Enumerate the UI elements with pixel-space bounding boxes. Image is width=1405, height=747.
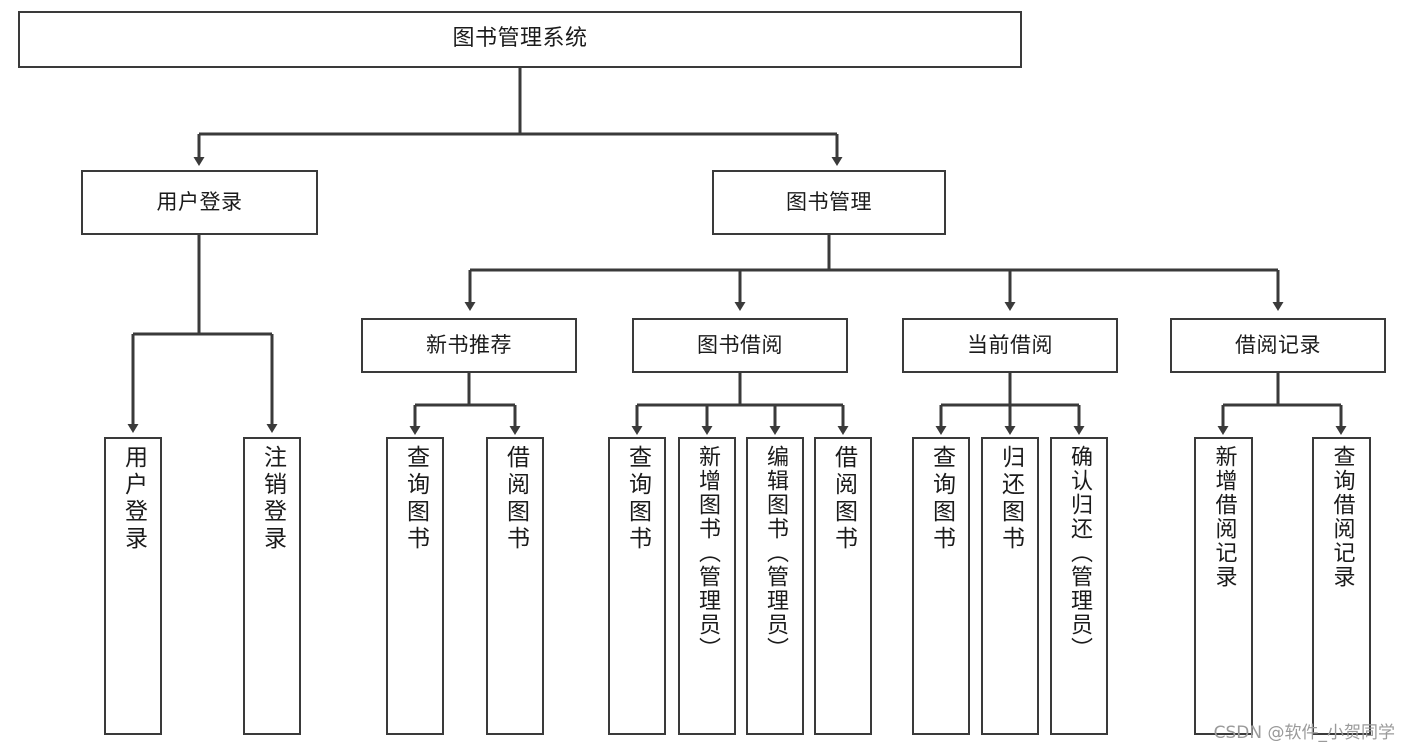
node-label: 借阅记录: [1235, 332, 1321, 357]
node-label: 新增图书（管理员）: [695, 445, 720, 661]
node-label: 查询图书: [624, 445, 651, 553]
node-label: 归还图书: [997, 445, 1024, 553]
node-label: 图书管理: [786, 189, 872, 214]
node-user-login[interactable]: 用户登录: [81, 170, 318, 235]
node-label: 编辑图书（管理员）: [763, 445, 788, 661]
node-label: 新书推荐: [426, 332, 512, 357]
leaf-borrow-edit-book-admin[interactable]: 编辑图书（管理员）: [746, 437, 804, 735]
node-label: 确认归还（管理员）: [1067, 445, 1092, 661]
node-borrow-record[interactable]: 借阅记录: [1170, 318, 1386, 373]
leaf-borrow-borrow-book[interactable]: 借阅图书: [814, 437, 872, 735]
leaf-user-login-logout[interactable]: 注销登录: [243, 437, 301, 735]
node-label: 注销登录: [259, 445, 286, 553]
node-label: 查询图书: [928, 445, 955, 553]
node-label: 查询图书: [402, 445, 429, 553]
node-label: 用户登录: [156, 189, 243, 214]
node-label: 当前借阅: [967, 332, 1053, 357]
node-book-management[interactable]: 图书管理: [712, 170, 946, 235]
node-label: 用户登录: [120, 445, 147, 553]
leaf-current-query-book[interactable]: 查询图书: [912, 437, 970, 735]
leaf-user-login-login[interactable]: 用户登录: [104, 437, 162, 735]
leaf-current-return-book[interactable]: 归还图书: [981, 437, 1039, 735]
node-label: 新增借阅记录: [1211, 445, 1237, 589]
leaf-record-query-record[interactable]: 查询借阅记录: [1312, 437, 1371, 735]
node-label: 查询借阅记录: [1329, 445, 1355, 589]
leaf-current-confirm-return-admin[interactable]: 确认归还（管理员）: [1050, 437, 1108, 735]
leaf-borrow-query-book[interactable]: 查询图书: [608, 437, 666, 735]
node-label: 图书管理系统: [452, 26, 588, 52]
leaf-recommend-query-book[interactable]: 查询图书: [386, 437, 444, 735]
node-label: 图书借阅: [697, 332, 783, 357]
leaf-recommend-borrow-book[interactable]: 借阅图书: [486, 437, 544, 735]
watermark-text: CSDN @软件_小贺同学: [1213, 723, 1395, 743]
node-label: 借阅图书: [502, 445, 529, 553]
leaf-record-add-record[interactable]: 新增借阅记录: [1194, 437, 1253, 735]
node-current-borrow[interactable]: 当前借阅: [902, 318, 1118, 373]
node-new-book-recommend[interactable]: 新书推荐: [361, 318, 577, 373]
node-root-system[interactable]: 图书管理系统: [18, 11, 1022, 68]
node-book-borrow[interactable]: 图书借阅: [632, 318, 848, 373]
leaf-borrow-add-book-admin[interactable]: 新增图书（管理员）: [678, 437, 736, 735]
node-label: 借阅图书: [830, 445, 857, 553]
